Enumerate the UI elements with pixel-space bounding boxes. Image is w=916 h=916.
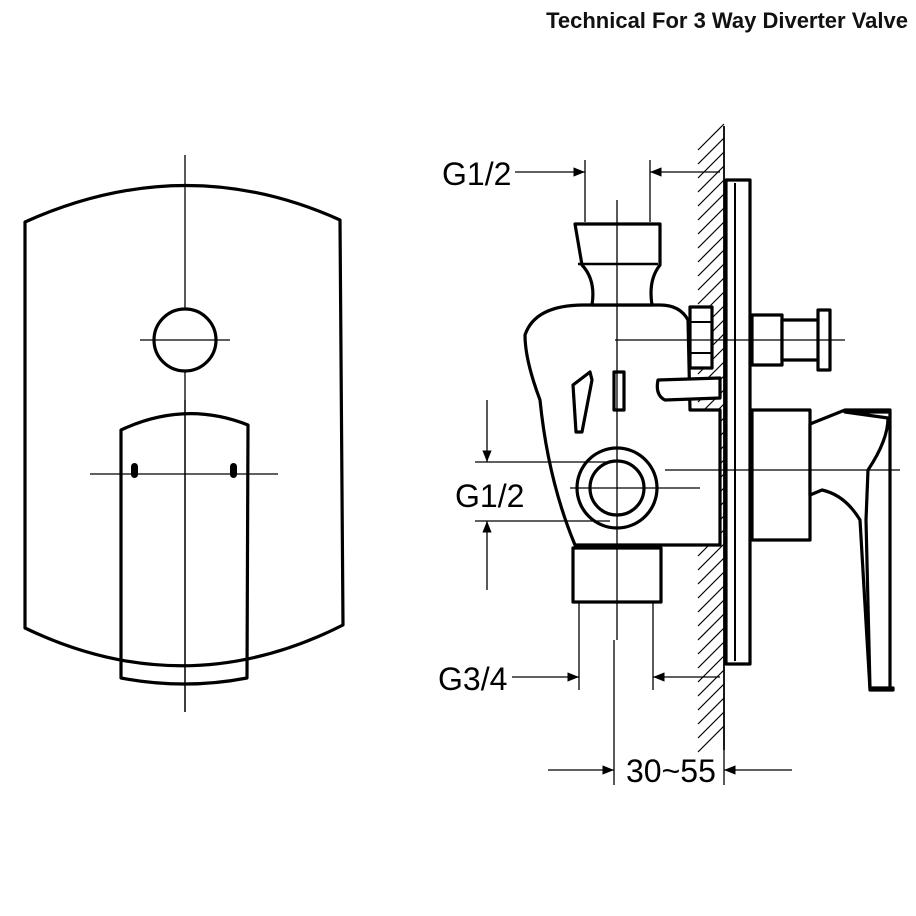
front-view — [23, 155, 345, 712]
hex-nut — [688, 305, 714, 370]
dimension-30-55: 30~55 — [548, 640, 792, 789]
diverter-stem — [615, 308, 845, 372]
page-title: Technical For 3 Way Diverter Valve — [546, 8, 908, 33]
wall-hatch-line — [697, 613, 725, 641]
wall-hatch-line — [697, 655, 725, 683]
handle-slot-right — [230, 463, 237, 478]
wall-hatch-line — [697, 221, 725, 249]
handle-escutcheon — [750, 408, 812, 542]
wall-hatch-line — [697, 249, 725, 277]
wall-hatch-line — [697, 697, 725, 725]
wall-hatch-line — [697, 207, 725, 235]
lever-handle — [119, 412, 250, 686]
wall-hatch-line — [697, 193, 725, 221]
wall-hatch-line — [697, 711, 725, 739]
wall-hatch-line — [697, 599, 725, 627]
dim-label-inlet-side: G1/2 — [455, 478, 524, 514]
wall-hatch-line — [697, 123, 725, 151]
dim-label-inlet-top: G1/2 — [442, 156, 511, 192]
cover-plate — [23, 183, 345, 668]
handle-slot-left — [131, 463, 138, 478]
wall-hatch-line — [697, 543, 725, 571]
valve-body — [523, 303, 722, 547]
internal-flap — [571, 370, 594, 434]
wall-hatch-line — [697, 151, 725, 179]
wall-hatch-line — [697, 585, 725, 613]
dim-label-wall-depth: 30~55 — [626, 753, 716, 789]
wall-hatch-line — [697, 627, 725, 655]
wall-hatch-line — [697, 725, 725, 753]
wall-hatch-line — [697, 557, 725, 585]
dimension-g1-2-top: G1/2 — [442, 156, 720, 222]
wall-hatch-line — [697, 669, 725, 697]
dim-label-outlet: G3/4 — [438, 661, 507, 697]
wall-hatch-line — [697, 683, 725, 711]
wall-hatch-line — [697, 263, 725, 291]
wall-plate — [724, 178, 752, 666]
dimension-g3-4: G3/4 — [438, 602, 720, 697]
side-view — [523, 123, 900, 753]
wall-hatch-line — [697, 137, 725, 165]
wall-hatch-line — [697, 571, 725, 599]
wall-hatch-line — [697, 235, 725, 263]
internal-lever — [655, 376, 722, 402]
dimension-g1-2-side: G1/2 — [455, 400, 610, 590]
wall-hatch-line — [697, 277, 725, 305]
wall-hatch-line — [697, 641, 725, 669]
wall-hatch-line — [697, 179, 725, 207]
internal-pin — [612, 370, 626, 412]
wall-hatch-line — [697, 165, 725, 193]
